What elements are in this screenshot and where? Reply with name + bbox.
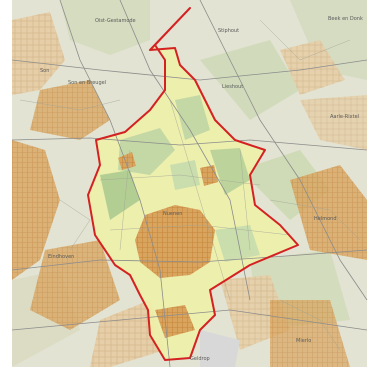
minor-roads — [19, 19, 361, 351]
roads — [11, 0, 368, 368]
label-mierlo: Mierlo — [296, 338, 311, 344]
municipality-boundary — [87, 7, 299, 361]
label-son: Son — [40, 68, 49, 74]
label-stiphout-n: Stiphout — [218, 28, 239, 34]
town-small-2 — [200, 165, 218, 186]
label-helmond: Helmond — [314, 216, 337, 222]
outside-urban — [12, 12, 367, 367]
label-nuenen: Nuenen — [163, 211, 182, 217]
label-aarle-rixtel: Aarle-Rixtel — [330, 114, 359, 120]
town-nuenen — [135, 205, 215, 278]
label-oost-geldersche: Oist-Gestamode — [95, 18, 136, 24]
label-geldrop: Geldrop — [190, 356, 210, 362]
inside-forest — [100, 95, 260, 262]
place-labels: Oist-Gestamode Son Son en Breugel Stipho… — [40, 16, 363, 362]
town-small-1 — [118, 152, 136, 170]
label-beek-en-donk: Beek en Donk — [328, 16, 363, 22]
label-lieshout: Lieshout — [222, 84, 243, 90]
label-eindhoven: Eindhoven — [48, 254, 74, 260]
town-small-3 — [155, 305, 195, 338]
label-son-en-breugel: Son en Breugel — [68, 80, 106, 86]
